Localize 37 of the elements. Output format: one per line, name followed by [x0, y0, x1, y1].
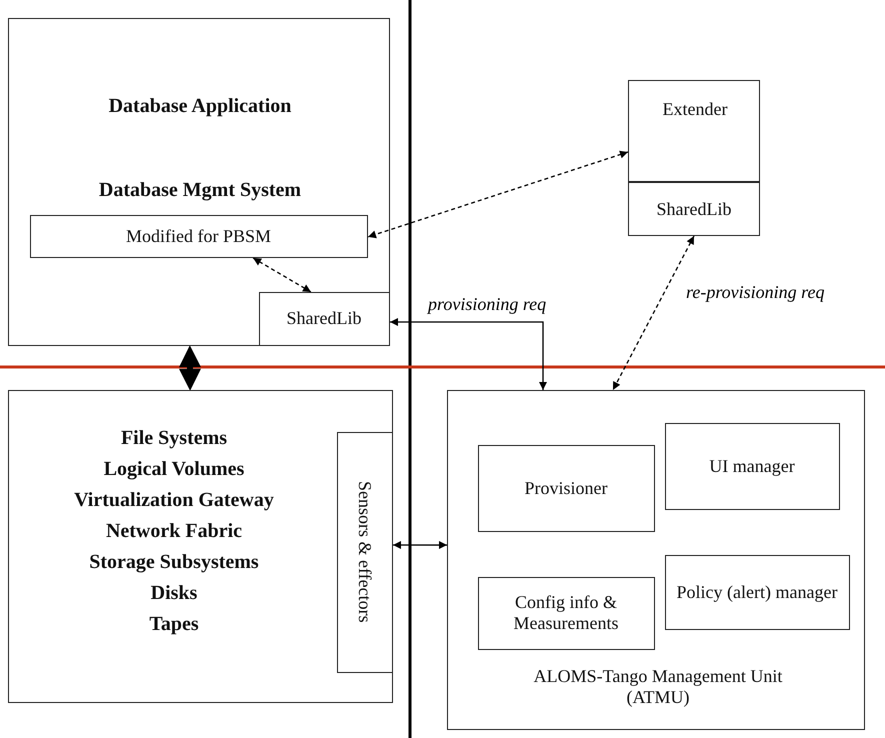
management-unit-box	[447, 390, 865, 730]
component-label: Policy (alert) manager	[676, 582, 838, 602]
component-box	[664, 422, 840, 510]
arrow	[178, 345, 201, 391]
storage-layer-box	[8, 390, 393, 703]
layer-label: Disks	[150, 582, 198, 605]
component-box	[258, 292, 390, 346]
component-label: SharedLib	[286, 308, 362, 329]
arrow	[393, 541, 447, 550]
component-label: Provisioner	[524, 478, 608, 498]
arrow	[252, 257, 312, 293]
layer-label: Logical Volumes	[102, 458, 246, 481]
component-box	[30, 214, 368, 258]
layer-label: File Systems	[120, 427, 228, 450]
layer-label: Tapes	[148, 613, 200, 636]
component-label: Extender	[662, 99, 728, 120]
component-box	[628, 80, 760, 182]
arrow	[390, 318, 548, 390]
arrow	[612, 236, 695, 390]
layer-label: Database Mgmt System	[98, 179, 302, 202]
component-box	[478, 444, 654, 532]
component-box	[628, 182, 760, 236]
layer-label: Storage Subsystems	[88, 551, 260, 574]
layer-label: Network Fabric	[104, 520, 244, 543]
arrow	[368, 150, 628, 238]
component-label: ALOMS-Tango Management Unit (ATMU)	[532, 666, 784, 708]
layer-label: Virtualization Gateway	[73, 489, 275, 512]
layer-label: Database Application	[108, 95, 292, 118]
component-box	[664, 554, 850, 630]
component-label: SharedLib	[656, 198, 732, 220]
component-label: Sensors & effectors	[354, 481, 375, 623]
component-label: UI manager	[709, 456, 795, 476]
component-label: Modified for PBSM	[126, 226, 271, 246]
component-box	[478, 576, 654, 650]
sensor-panel	[336, 432, 392, 672]
application-layer-box	[8, 18, 390, 346]
component-label: Config info & Measurements	[512, 592, 620, 634]
